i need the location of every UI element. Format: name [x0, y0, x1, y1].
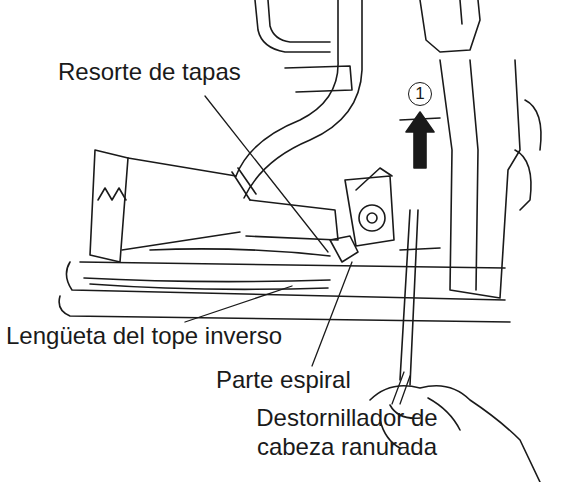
magazine-body: [122, 158, 240, 250]
housing-edge: [285, 66, 352, 92]
part-label: Resorte de tapas: [58, 58, 241, 87]
bracket: [345, 176, 394, 246]
leader-line: [312, 262, 352, 366]
housing-edge: [255, 0, 330, 52]
callout-number: 1: [408, 82, 432, 106]
spring-coil: [367, 213, 377, 223]
magazine-end: [90, 150, 128, 262]
direction-arrow: [406, 112, 434, 168]
part-label: Destornillador de cabeza ranurada: [222, 404, 472, 462]
housing-edge: [420, 0, 480, 52]
hose-clamp: [232, 168, 256, 200]
leader-line: [185, 286, 292, 322]
bracket: [356, 168, 392, 190]
screwdriver: [400, 210, 418, 385]
housing-edge: [460, 0, 462, 24]
part-label: Parte espiral: [216, 366, 351, 395]
rail: [80, 262, 505, 268]
leader-line: [392, 372, 410, 404]
nose-body: [440, 60, 520, 298]
spring-coil: [330, 236, 358, 262]
hose: [236, 0, 338, 176]
housing-edge: [268, 0, 330, 42]
reverse-stop-tab: [90, 284, 328, 289]
magazine-grip: [98, 188, 126, 200]
part-label: Lengüeta del tope inverso: [6, 322, 282, 351]
cap-spring: [150, 249, 330, 256]
latch: [525, 100, 541, 150]
rail: [66, 262, 505, 300]
leader-line: [205, 96, 328, 252]
spring-coil: [359, 205, 385, 231]
reverse-stop-tab: [84, 278, 330, 282]
rail: [59, 296, 510, 322]
latch: [515, 150, 531, 210]
nose-body: [470, 60, 478, 290]
